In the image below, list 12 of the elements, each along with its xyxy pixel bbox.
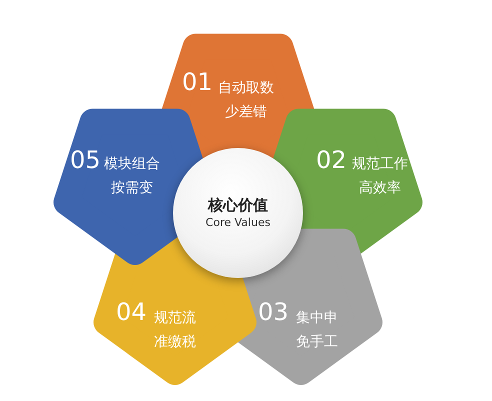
value-text: 自动取数少差错 [217, 79, 276, 122]
value-text: 模块组合按需变 [103, 154, 162, 198]
value-text: 规范工作高效率 [351, 154, 410, 198]
value-text: 集中申免手工 [295, 308, 340, 352]
step-number: 02 [316, 148, 347, 172]
core-title: 核心价值 [208, 195, 268, 215]
step-number: 03 [258, 300, 289, 324]
value-text: 规范流准缴税 [153, 308, 198, 352]
step-number: 04 [116, 300, 147, 324]
core-subtitle: Core Values [206, 215, 270, 231]
step-number: 01 [182, 70, 213, 94]
step-number: 05 [70, 148, 101, 172]
